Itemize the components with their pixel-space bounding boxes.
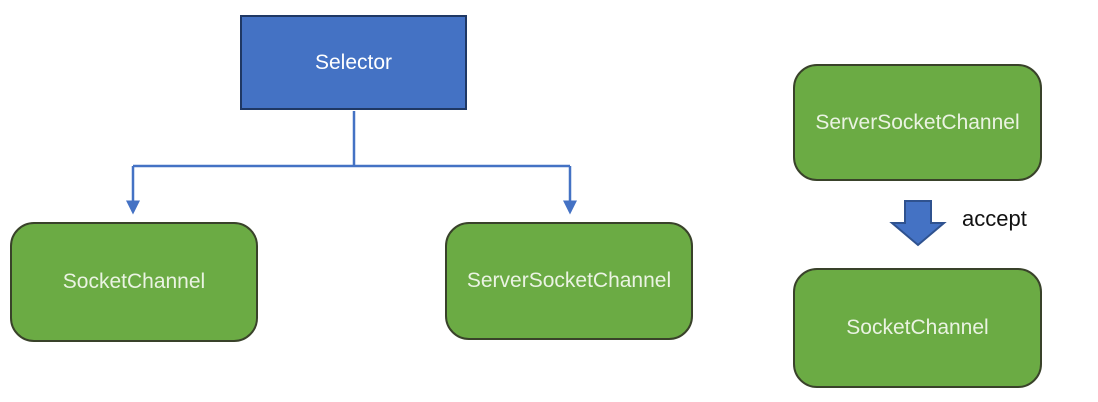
selector-node: Selector — [240, 15, 467, 110]
socketchannel-node: SocketChannel — [10, 222, 258, 342]
socketchannel-node-label: SocketChannel — [62, 270, 206, 293]
right-serversocketchannel-label: ServerSocketChannel — [815, 110, 1020, 134]
accept-arrow-icon — [889, 200, 947, 247]
right-serversocketchannel-node: ServerSocketChannel — [793, 64, 1042, 181]
right-socketchannel-label: SocketChannel — [846, 316, 989, 339]
accept-label: accept — [962, 206, 1027, 231]
right-socketchannel-node: SocketChannel — [793, 268, 1042, 388]
tree-connector — [126, 111, 577, 215]
serversocketchannel-node-label: ServerSocketChannel — [466, 269, 672, 292]
serversocketchannel-node: ServerSocketChannel — [445, 222, 693, 340]
selector-node-label: Selector — [314, 50, 393, 74]
